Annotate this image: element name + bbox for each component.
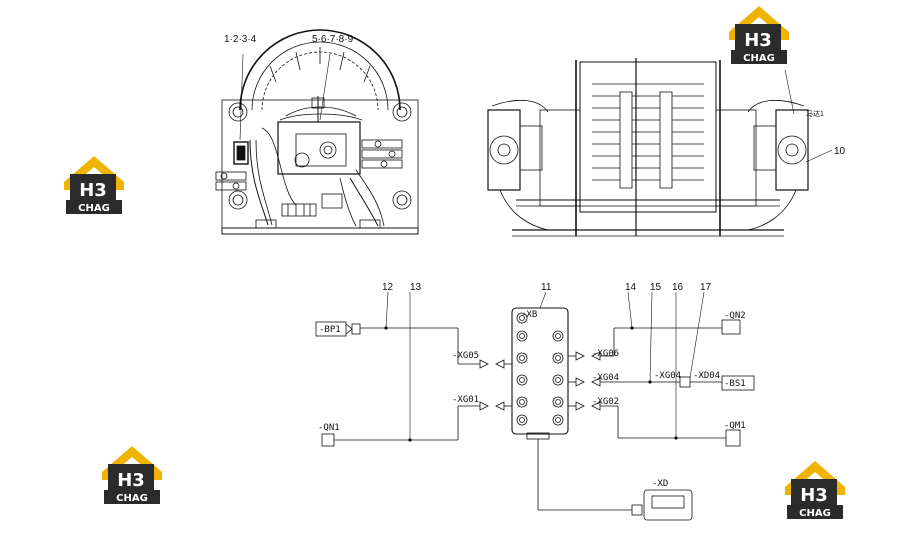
callout-16: 16	[672, 282, 684, 293]
tag-xg04-right: -XG04	[654, 371, 681, 381]
logo-sub: CHAG	[743, 53, 775, 64]
tag-xd: -XD	[652, 479, 668, 489]
tag-qn1: -QN1	[318, 423, 340, 433]
side-view-drawing	[487, 58, 833, 237]
logo-letters: H3	[79, 180, 107, 201]
tag-xg06: -XG06	[592, 349, 619, 359]
front-view-drawing	[215, 29, 419, 235]
logo-letters: H3	[800, 485, 828, 506]
callout-12: 12	[382, 282, 394, 293]
callout-11: 11	[541, 282, 552, 293]
callout-1-2-3-4: 1·2·3·4	[224, 34, 257, 45]
callout-10: 10	[834, 146, 846, 157]
tag-bs1: -BS1	[724, 379, 746, 389]
watermark-logo-bottom-right: H3 CHAG	[785, 461, 845, 519]
callout-14: 14	[625, 282, 637, 293]
callout-5-6-7-8-9: 5·6·7·8·9	[312, 34, 354, 45]
logo-letters: H3	[117, 470, 145, 491]
callout-17: 17	[700, 282, 712, 293]
tag-bp1: -BP1	[319, 325, 341, 335]
tag-xd04: -XD04	[693, 371, 720, 381]
tag-xg04-left: -XG04	[592, 373, 619, 383]
logo-sub: CHAG	[78, 203, 110, 214]
logo-letters: H3	[744, 30, 772, 51]
wiring-diagram	[315, 291, 755, 521]
tag-xg05: -XG05	[452, 351, 479, 361]
tag-qn2: -QN2	[724, 311, 746, 321]
watermark-logo-bottom-left: H3 CHAG	[102, 446, 162, 504]
tag-xg01: -XG01	[452, 395, 479, 405]
logo-sub: CHAG	[799, 508, 831, 519]
wire-junctions	[384, 326, 678, 442]
callout-13: 13	[410, 282, 422, 293]
callout-15: 15	[650, 282, 662, 293]
watermark-logo-top-right: H3 CHAG	[729, 6, 789, 64]
motor-label: 马达1	[806, 109, 824, 118]
tag-xg02: -XG02	[592, 397, 619, 407]
watermark-logo-left: H3 CHAG	[64, 156, 124, 214]
logo-sub: CHAG	[116, 493, 148, 504]
tag-xb: -XB	[521, 310, 537, 320]
tag-qm1: -QM1	[724, 421, 746, 431]
